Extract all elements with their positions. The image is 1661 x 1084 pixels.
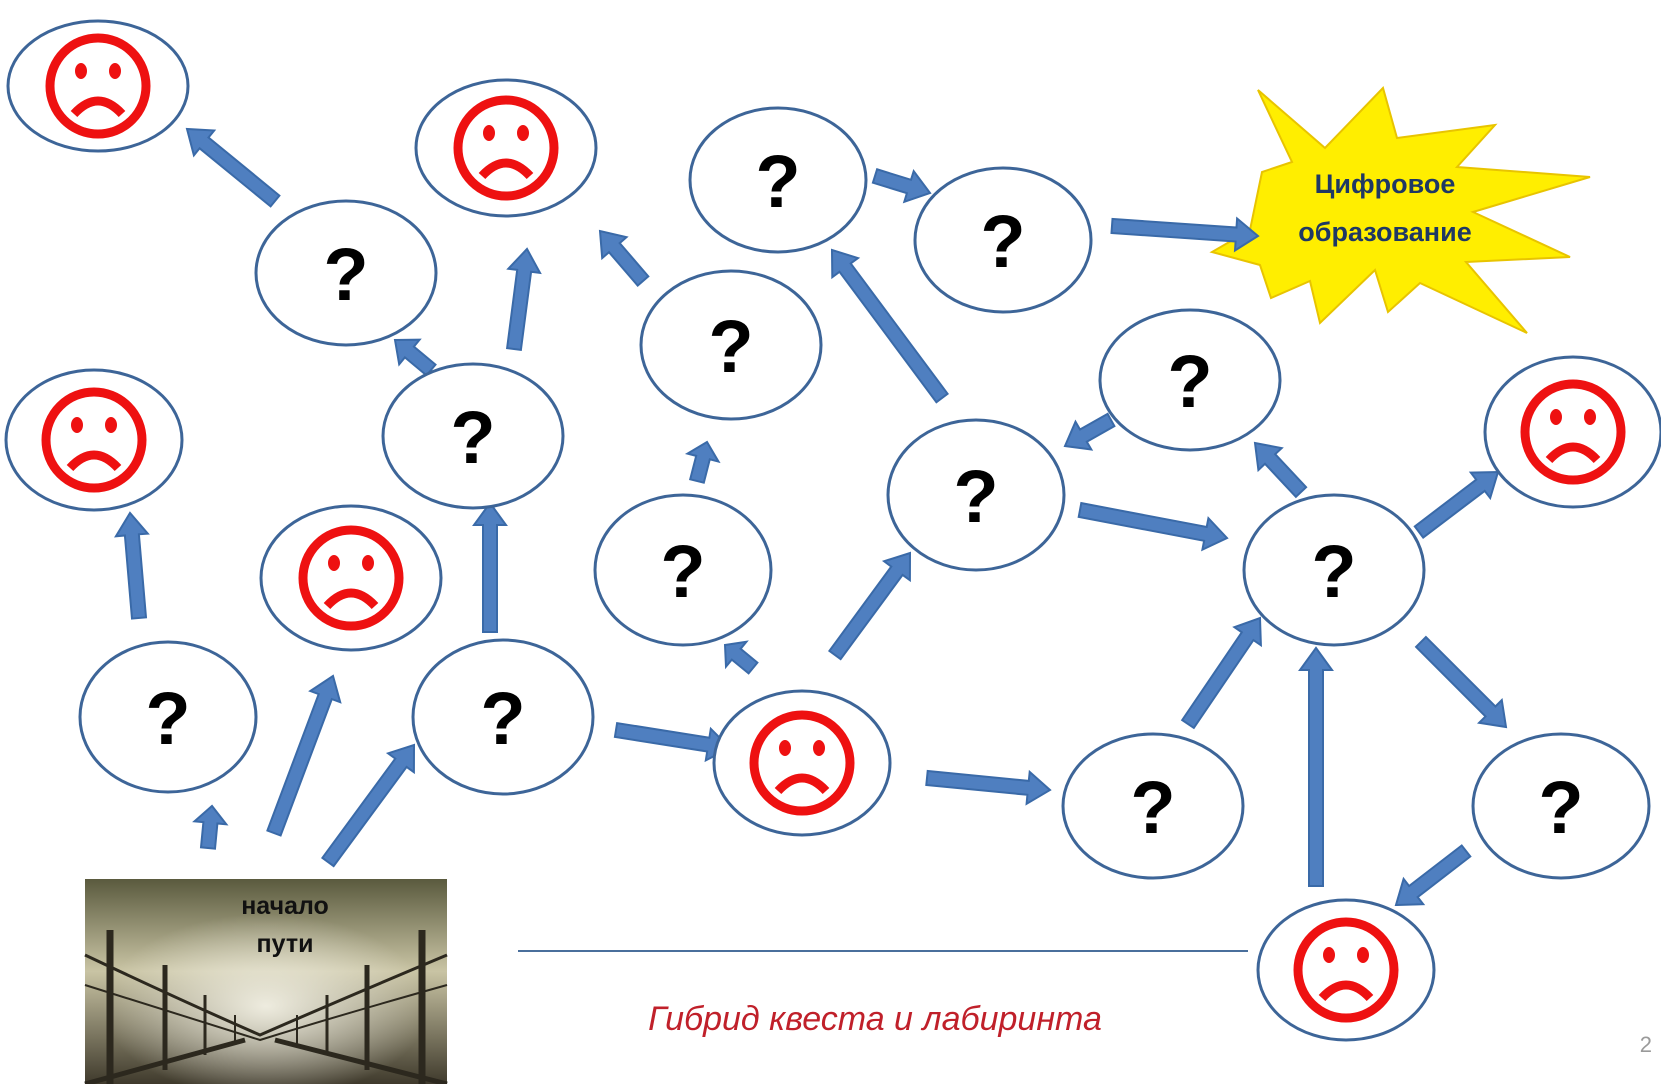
goal-burst-shape (1209, 86, 1591, 334)
arrow-7 (505, 247, 542, 352)
node-ellipse (712, 689, 892, 837)
node-ellipse (1098, 308, 1282, 452)
sad-face-icon (45, 33, 151, 139)
node-ellipse (254, 199, 438, 347)
sad-node-n4[interactable] (259, 504, 443, 652)
arrow-24 (871, 168, 932, 204)
question-mark: ? (980, 200, 1025, 283)
sad-face-icon (41, 387, 147, 493)
page-number: 2 (1640, 1032, 1652, 1057)
node-ellipse (1471, 732, 1651, 880)
question-mark: ? (323, 233, 368, 316)
sad-face-icon (453, 95, 559, 201)
arrow-5 (472, 501, 508, 633)
caption-text: Гибрид квеста и лабиринта (648, 1000, 1102, 1038)
question-node-n11[interactable]: ? (639, 269, 823, 421)
question-mark: ? (1130, 766, 1175, 849)
arrow-20 (1253, 441, 1308, 499)
question-node-n13[interactable]: ? (1098, 308, 1282, 452)
question-mark: ? (480, 677, 525, 760)
node-ellipse (411, 638, 595, 796)
node-ellipse (381, 362, 565, 510)
arrow-14 (925, 769, 1052, 806)
sad-node-n2[interactable] (414, 78, 598, 218)
goal-label-line1: Цифровое (1315, 169, 1456, 199)
node-ellipse (1256, 898, 1436, 1042)
question-node-n9[interactable]: ? (688, 106, 868, 254)
start-image[interactable]: начало пути (84, 879, 448, 1084)
sad-node-n1[interactable] (6, 19, 190, 153)
arrow-21 (1063, 412, 1116, 451)
question-mark: ? (660, 530, 705, 613)
arrow-11 (723, 640, 759, 675)
arrows (114, 127, 1508, 907)
question-node-n10[interactable]: ? (913, 166, 1093, 314)
question-node-n20[interactable]: ? (1471, 732, 1651, 880)
node-ellipse (593, 493, 773, 647)
node-ellipse (78, 640, 258, 794)
arrow-16 (1298, 646, 1334, 887)
node-ellipse (688, 106, 868, 254)
arrow-4 (114, 511, 150, 620)
question-node-n15[interactable]: ? (593, 493, 773, 647)
question-mark: ? (1538, 766, 1583, 849)
arrow-1 (192, 804, 229, 850)
question-mark: ? (755, 140, 800, 223)
question-node-n18[interactable]: ? (411, 638, 595, 796)
question-node-n16[interactable]: ? (1242, 493, 1426, 647)
arrow-18 (1394, 844, 1472, 907)
arrow-19 (1413, 470, 1500, 540)
question-mark: ? (450, 396, 495, 479)
goal-label-line2: образование (1298, 217, 1471, 247)
question-node-n14[interactable]: ? (886, 418, 1066, 572)
sad-node-n7[interactable] (1256, 898, 1436, 1042)
question-node-n17[interactable]: ? (78, 640, 258, 794)
arrow-15 (1180, 616, 1262, 730)
start-label-line1: начало (241, 892, 329, 920)
sad-node-n5[interactable] (712, 689, 892, 837)
node-ellipse (639, 269, 823, 421)
arrow-13 (613, 721, 732, 763)
arrow-6 (393, 338, 437, 377)
node-ellipse (259, 504, 443, 652)
question-mark: ? (145, 677, 190, 760)
node-ellipse (6, 19, 190, 153)
question-mark: ? (1311, 530, 1356, 613)
question-mark: ? (708, 305, 753, 388)
node-ellipse (886, 418, 1066, 572)
node-ellipse (1483, 355, 1661, 509)
question-node-n8[interactable]: ? (254, 199, 438, 347)
node-ellipse (1242, 493, 1426, 647)
arrow-3 (321, 743, 416, 868)
arrow-12 (828, 551, 912, 661)
arrow-9 (684, 440, 721, 484)
goal-starburst[interactable]: Цифровое образование (1209, 86, 1591, 334)
sad-face-icon (298, 525, 404, 631)
sad-face-icon (1520, 379, 1626, 485)
bridge-graphic (84, 930, 448, 1084)
maze-nodes: ????????????? (4, 19, 1661, 1042)
start-label-line2: пути (257, 930, 314, 958)
node-ellipse (4, 368, 184, 512)
arrow-25 (1110, 216, 1260, 253)
arrow-10 (598, 229, 650, 288)
sad-face-icon (1293, 917, 1399, 1023)
arrow-8 (185, 127, 281, 208)
arrow-23 (830, 248, 949, 404)
question-node-n19[interactable]: ? (1061, 732, 1245, 880)
sad-node-n6[interactable] (1483, 355, 1661, 509)
sad-face-icon (749, 710, 855, 816)
question-mark: ? (1167, 340, 1212, 423)
question-node-n12[interactable]: ? (381, 362, 565, 510)
arrow-2 (266, 674, 342, 837)
node-ellipse (1061, 732, 1245, 880)
arrow-17 (1414, 635, 1508, 729)
node-ellipse (913, 166, 1093, 314)
question-mark: ? (953, 455, 998, 538)
arrow-22 (1077, 501, 1229, 552)
node-ellipse (414, 78, 598, 218)
sad-node-n3[interactable] (4, 368, 184, 512)
